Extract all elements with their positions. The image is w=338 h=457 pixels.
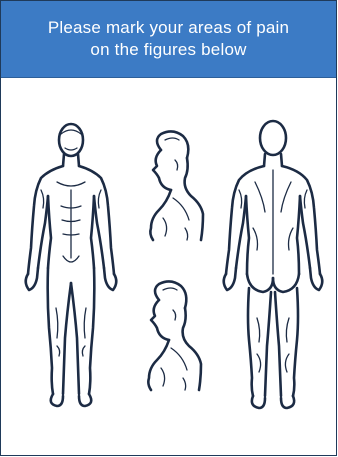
instruction-banner: Please mark your areas of pain on the fi… xyxy=(1,1,336,78)
figures-area[interactable] xyxy=(1,78,336,455)
figures-canvas[interactable] xyxy=(1,78,336,455)
head-side-figure-upper[interactable] xyxy=(150,131,203,240)
body-back-figure[interactable] xyxy=(224,121,323,408)
body-front-figure[interactable] xyxy=(26,124,117,406)
head-side-figure-lower[interactable] xyxy=(148,281,201,390)
instruction-text: Please mark your areas of pain on the fi… xyxy=(44,17,294,61)
